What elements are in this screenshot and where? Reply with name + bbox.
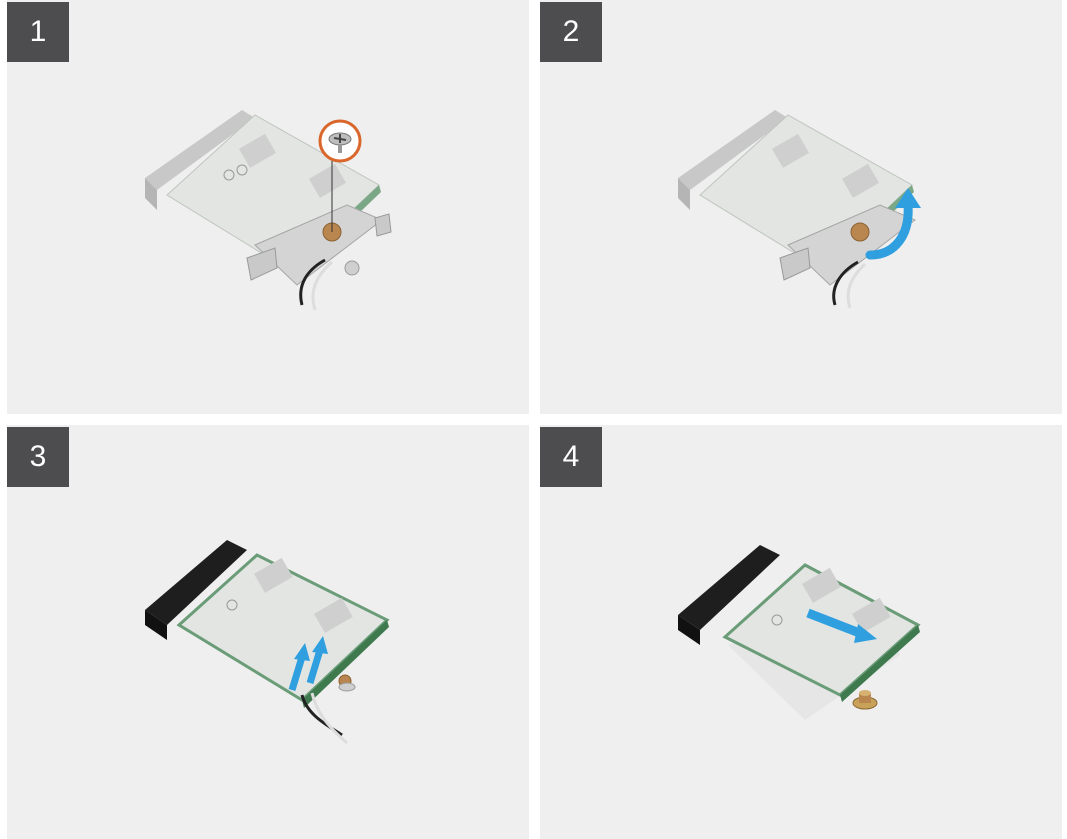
wlan-card-illustration bbox=[540, 0, 1062, 414]
step-panel-2: 2 bbox=[540, 0, 1062, 414]
antenna-cable bbox=[848, 264, 865, 308]
step-panel-4: 4 bbox=[540, 425, 1062, 839]
screw-hole bbox=[851, 223, 869, 241]
step-panel-1: 1 bbox=[7, 0, 529, 414]
wlan-card-illustration bbox=[7, 425, 529, 839]
step-panel-3: 3 bbox=[7, 425, 529, 839]
wlan-card-illustration bbox=[7, 0, 529, 414]
wlan-card-illustration bbox=[540, 425, 1062, 839]
standoff bbox=[853, 690, 877, 709]
